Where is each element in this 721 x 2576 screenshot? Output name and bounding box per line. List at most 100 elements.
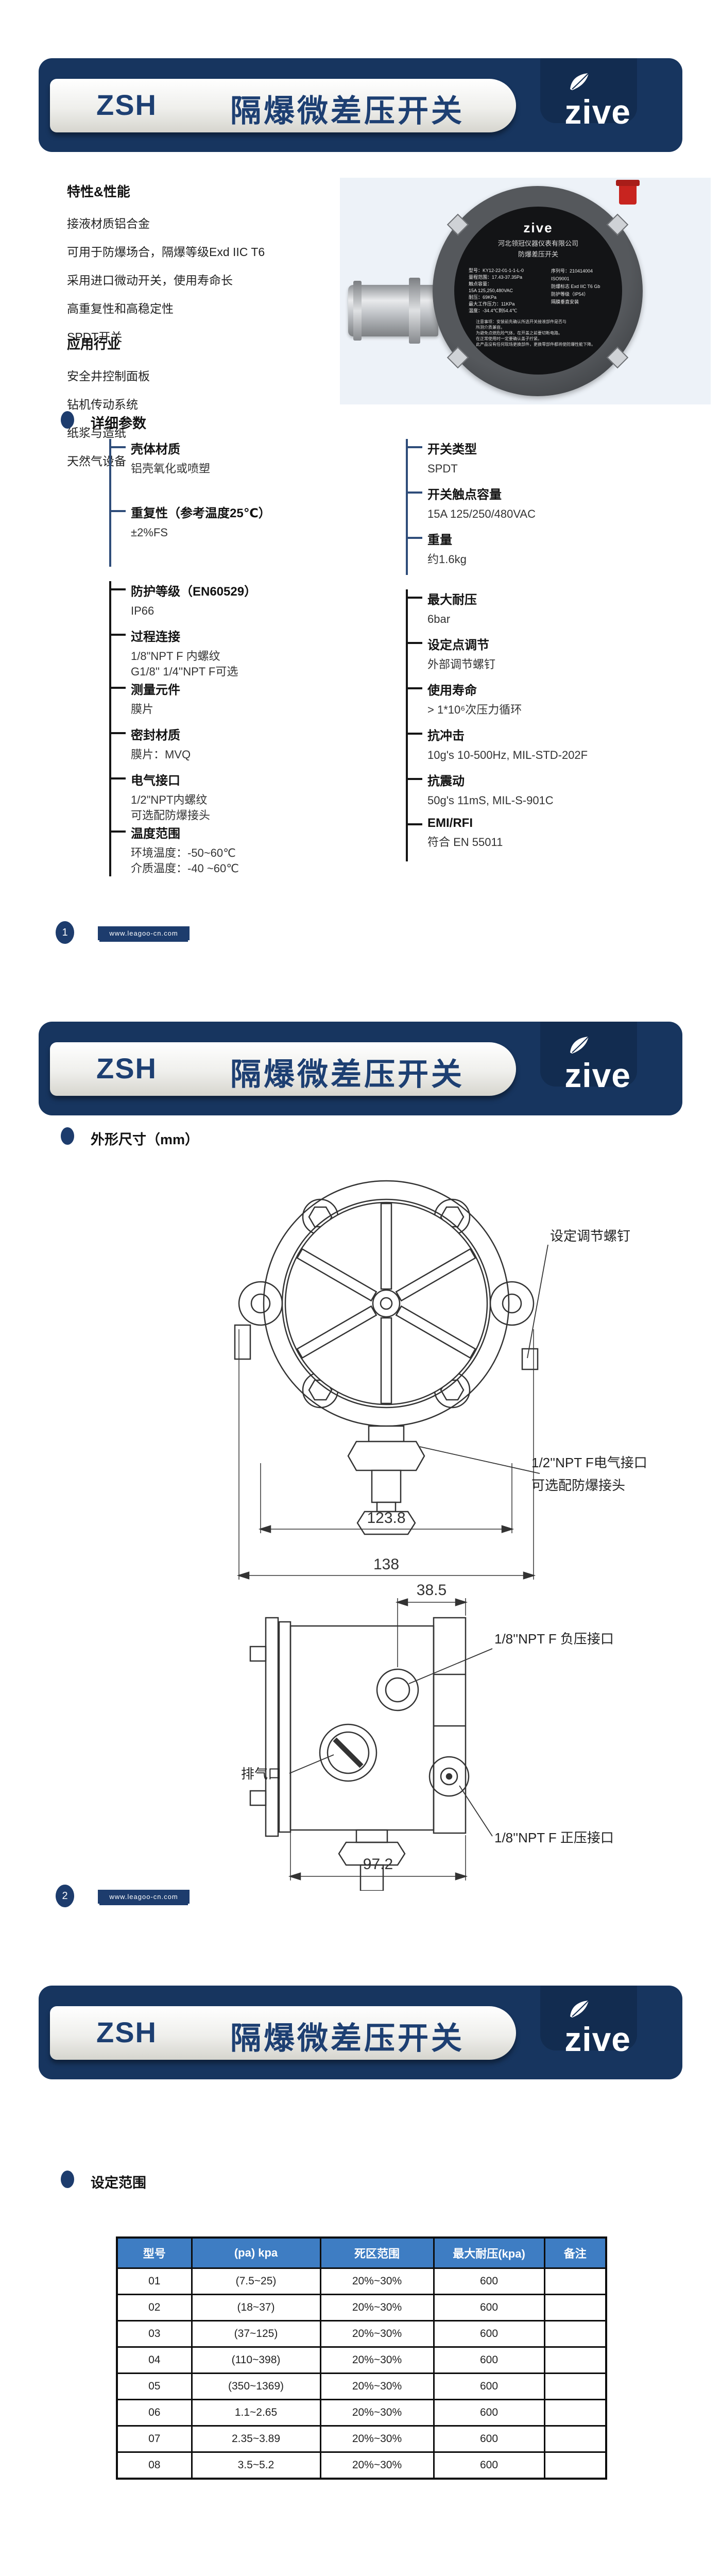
vent-cap	[616, 180, 640, 205]
table-cell: 600	[433, 2346, 545, 2374]
list-item: 纸浆与造纸	[67, 426, 126, 439]
table-cell	[543, 2425, 607, 2453]
table-cell: 03	[116, 2320, 193, 2348]
table-cell	[543, 2346, 607, 2374]
param-value: 外部调节螺钉	[427, 658, 496, 671]
list-item: 在正常使用时一定要确认盖子拧紧。	[476, 336, 542, 341]
param-label: 重量	[427, 533, 452, 547]
table-cell: 3.5~5.2	[191, 2451, 321, 2480]
param-label: 过程连接	[131, 630, 180, 644]
dim-138: 138	[373, 1556, 399, 1573]
param-label: 测量元件	[131, 683, 180, 697]
param-value: 符合 EN 55011	[427, 836, 503, 849]
list-item: 注意事项：安装前先确认所选开关接液部件是否与	[476, 319, 566, 324]
param-value: 可选配防爆接头	[131, 809, 211, 822]
industries-list: 安全井控制面板钻机传动系统纸浆与造纸天然气设备	[67, 366, 150, 469]
process-fitting-image	[348, 278, 438, 344]
param-label: 开关类型	[427, 443, 477, 456]
list-item: 序列号：210414004	[551, 268, 593, 274]
page-title: 隔爆微差压开关	[230, 94, 465, 128]
fitting-nut	[409, 278, 420, 344]
leaf-icon	[568, 72, 591, 94]
dim-38-5: 38.5	[417, 1582, 447, 1599]
param-item: 重量约1.6kg	[408, 530, 684, 575]
table-cell: 07	[116, 2425, 193, 2453]
table-cell	[543, 2294, 607, 2321]
dim-123-8: 123.8	[367, 1510, 405, 1527]
param-value: 15A 125/250/480VAC	[427, 507, 536, 520]
param-label: 密封材质	[131, 728, 180, 742]
list-item: 接液材质铝合金	[67, 217, 150, 230]
table-cell: (37~125)	[191, 2320, 321, 2348]
callout-electrical-2: 可选配防爆接头	[531, 1478, 625, 1493]
param-item: 抗震动 50g's 11mS, MIL-S-901C	[408, 771, 684, 816]
dimension-drawing-front: 设定调节螺钉 1/2''NPT F电气接口 可选配防爆接头 123.8 138	[234, 1180, 647, 1580]
table-row: 03(37~125)20%~30%600	[116, 2320, 607, 2348]
param-value: 1/8"NPT F 内螺纹	[131, 650, 220, 663]
table-cell: 20%~30%	[319, 2294, 435, 2321]
bolt-icon	[606, 346, 629, 369]
param-item: 使用寿命> 1*10⁶次压力循环	[408, 680, 684, 725]
leaf-icon	[568, 1035, 591, 1057]
param-value: 介质温度：-40 ~60℃	[131, 862, 239, 875]
table-cell	[543, 2399, 607, 2427]
table-cell: 06	[116, 2399, 193, 2427]
model-code: ZSH	[96, 89, 157, 121]
website-link[interactable]: www.leagoo-cn.com	[98, 1890, 190, 1904]
table-cell: 20%~30%	[319, 2320, 435, 2348]
table-cell: 1.1~2.65	[191, 2399, 321, 2427]
list-item: 防爆标志 Exd IIC T6 Gb	[551, 284, 600, 289]
range-heading: 设定范围	[91, 2175, 146, 2191]
website-link[interactable]: www.leagoo-cn.com	[98, 926, 190, 940]
list-item: ISO9001	[551, 276, 570, 281]
param-label: 电气接口	[131, 774, 180, 788]
callout-adjust-screw: 设定调节螺钉	[550, 1228, 630, 1244]
param-label: 抗震动	[427, 774, 465, 788]
table-cell: (350~1369)	[191, 2372, 321, 2400]
bolt-icon	[447, 346, 469, 369]
table-cell: 2.35~3.89	[191, 2425, 321, 2453]
column-header: 型号	[116, 2236, 193, 2269]
brand-logo: zive	[564, 2020, 631, 2058]
column-header: (pa) kpa	[191, 2236, 321, 2269]
brand-ribbon	[540, 58, 637, 123]
industries-heading: 应用行业	[67, 336, 121, 352]
column-header: 死区范围	[319, 2236, 435, 2269]
table-cell	[543, 2320, 607, 2348]
param-value: 约1.6kg	[427, 553, 467, 566]
list-item: 钻机传动系统	[67, 398, 138, 411]
features-heading: 特性&性能	[67, 184, 130, 199]
label-exhaust-port: 排气口	[241, 1766, 281, 1782]
nameplate-notice: 注意事项：安装前先确认所选开关接液部件是否与所测介质兼容。为避免点燃危险气体，在…	[476, 319, 603, 347]
table-cell: 01	[116, 2267, 193, 2295]
table-cell: 20%~30%	[319, 2267, 435, 2295]
param-value: > 1*10⁶次压力循环	[427, 703, 522, 716]
nameplate-type: 防爆差压开关	[518, 250, 558, 258]
table-row: 05(350~1369)20%~30%600	[116, 2372, 607, 2400]
table-cell: 04	[116, 2346, 193, 2374]
list-item: 天然气设备	[67, 454, 126, 468]
bolt-icon	[447, 213, 469, 236]
page-title: 隔爆微差压开关	[230, 1057, 465, 1092]
param-item: 防护等级（EN60529）IP66	[111, 581, 351, 626]
param-value: 50g's 11mS, MIL-S-901C	[427, 794, 554, 807]
table-cell: 600	[433, 2425, 545, 2453]
brand-ribbon	[540, 1986, 637, 2050]
list-item: 温度：-34.4℃到54.4℃	[469, 308, 518, 313]
table-cell	[543, 2451, 607, 2480]
table-cell: 600	[433, 2399, 545, 2427]
list-item: 最大工作压力：11KPa	[469, 301, 515, 307]
title-pill	[50, 1042, 516, 1096]
list-item: 所测介质兼容。	[476, 325, 505, 330]
